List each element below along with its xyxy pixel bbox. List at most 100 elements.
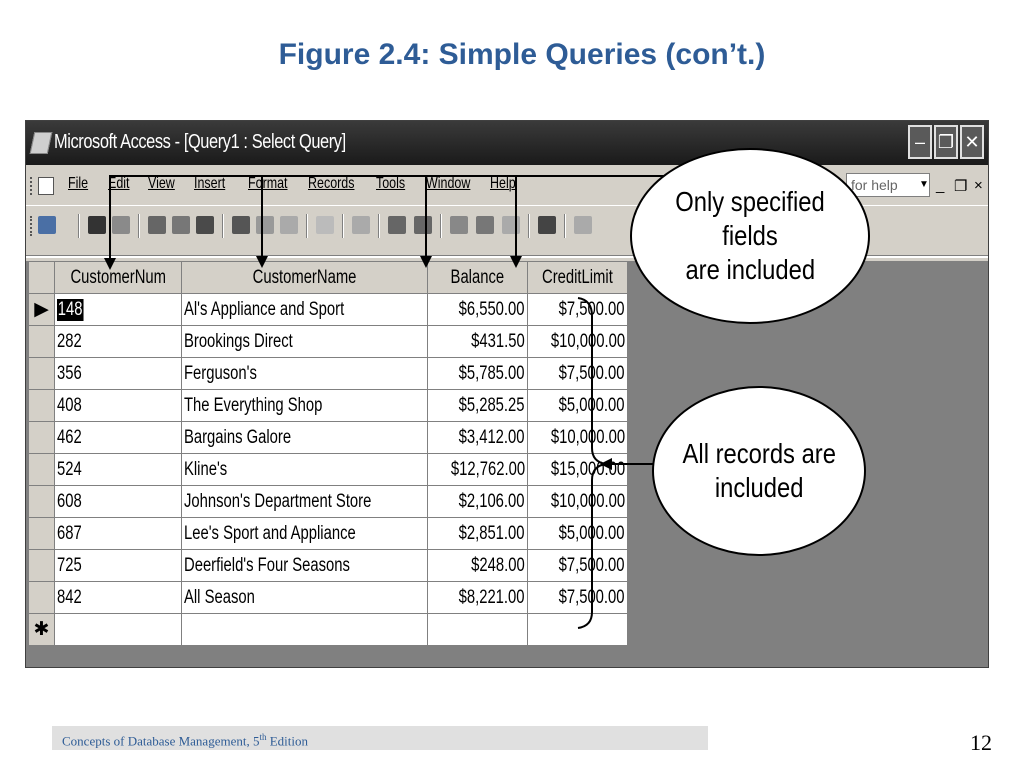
- cell-creditlimit[interactable]: $5,000.00: [526, 517, 628, 550]
- column-header-customernum[interactable]: CustomerNum: [53, 261, 183, 294]
- cell-balance[interactable]: $3,412.00: [426, 421, 528, 454]
- cell-customernum[interactable]: 842: [53, 581, 183, 614]
- cell-creditlimit[interactable]: $10,000.00: [526, 421, 628, 454]
- menu-records[interactable]: Records: [308, 175, 355, 192]
- cell-balance[interactable]: $248.00: [426, 549, 528, 582]
- table-row[interactable]: 462 Bargains Galore $3,412.00 $10,000.00: [28, 421, 628, 454]
- new-record-selector[interactable]: ✱: [28, 613, 55, 646]
- file-search-icon[interactable]: [112, 216, 130, 234]
- copy-icon[interactable]: [256, 216, 274, 234]
- record-selector-current[interactable]: ▶: [28, 293, 55, 326]
- select-all-corner[interactable]: [28, 261, 55, 294]
- cell-customername[interactable]: All Season: [181, 581, 428, 614]
- cell-customernum[interactable]: 524: [53, 453, 183, 486]
- cell-creditlimit[interactable]: $7,500.00: [526, 293, 628, 326]
- table-row[interactable]: 524 Kline's $12,762.00 $15,000.00: [28, 453, 628, 486]
- cell-customername[interactable]: Bargains Galore: [181, 421, 428, 454]
- menu-format[interactable]: Format: [248, 175, 288, 192]
- table-row[interactable]: 842 All Season $8,221.00 $7,500.00: [28, 581, 628, 614]
- cell-customernum[interactable]: 608: [53, 485, 183, 518]
- sort-ascending-icon[interactable]: [388, 216, 406, 234]
- cell-creditlimit[interactable]: $10,000.00: [526, 485, 628, 518]
- menu-tools[interactable]: Tools: [376, 175, 406, 192]
- undo-icon[interactable]: [316, 216, 334, 234]
- cell-creditlimit[interactable]: $10,000.00: [526, 325, 628, 358]
- menu-file[interactable]: File: [68, 175, 89, 192]
- cell-creditlimit[interactable]: $7,500.00: [526, 549, 628, 582]
- cell-creditlimit[interactable]: $7,500.00: [526, 357, 628, 390]
- table-row[interactable]: 282 Brookings Direct $431.50 $10,000.00: [28, 325, 628, 358]
- cell-customername-new[interactable]: [181, 613, 428, 646]
- cell-balance[interactable]: $12,762.00: [426, 453, 528, 486]
- cell-creditlimit[interactable]: $15,000.00: [526, 453, 628, 486]
- record-selector[interactable]: [28, 357, 55, 390]
- filter-by-selection-icon[interactable]: [450, 216, 468, 234]
- column-header-balance[interactable]: Balance: [426, 261, 528, 294]
- apply-filter-icon[interactable]: [502, 216, 520, 234]
- hyperlink-icon[interactable]: [352, 216, 370, 234]
- record-selector[interactable]: [28, 549, 55, 582]
- print-preview-icon[interactable]: [172, 216, 190, 234]
- record-selector[interactable]: [28, 325, 55, 358]
- cell-customername[interactable]: Brookings Direct: [181, 325, 428, 358]
- new-record-row[interactable]: ✱: [28, 613, 628, 646]
- menu-edit[interactable]: Edit: [108, 175, 130, 192]
- table-row[interactable]: 608 Johnson's Department Store $2,106.00…: [28, 485, 628, 518]
- cell-balance[interactable]: $6,550.00: [426, 293, 528, 326]
- new-record-icon[interactable]: [574, 216, 592, 234]
- cell-customername[interactable]: The Everything Shop: [181, 389, 428, 422]
- cell-balance[interactable]: $431.50: [426, 325, 528, 358]
- column-header-customername[interactable]: CustomerName: [181, 261, 428, 294]
- cell-creditlimit-new[interactable]: [526, 613, 628, 646]
- restore-button[interactable]: ❐: [934, 125, 958, 159]
- view-design-icon[interactable]: [38, 216, 56, 234]
- cell-customernum[interactable]: 282: [53, 325, 183, 358]
- cell-customernum[interactable]: 408: [53, 389, 183, 422]
- table-row[interactable]: 725 Deerfield's Four Seasons $248.00 $7,…: [28, 549, 628, 582]
- cell-customername[interactable]: Lee's Sport and Appliance: [181, 517, 428, 550]
- cell-balance[interactable]: $2,851.00: [426, 517, 528, 550]
- cut-icon[interactable]: [232, 216, 250, 234]
- record-selector[interactable]: [28, 581, 55, 614]
- column-header-creditlimit[interactable]: CreditLimit: [526, 261, 628, 294]
- cell-creditlimit[interactable]: $5,000.00: [526, 389, 628, 422]
- ask-question-input[interactable]: for help: [846, 173, 930, 197]
- record-selector[interactable]: [28, 421, 55, 454]
- cell-balance[interactable]: $8,221.00: [426, 581, 528, 614]
- table-row[interactable]: 356 Ferguson's $5,785.00 $7,500.00: [28, 357, 628, 390]
- spelling-icon[interactable]: [196, 216, 214, 234]
- cell-customername[interactable]: Kline's: [181, 453, 428, 486]
- cell-customername[interactable]: Johnson's Department Store: [181, 485, 428, 518]
- mdi-close-button[interactable]: ×: [974, 177, 983, 194]
- menu-view[interactable]: View: [148, 175, 175, 192]
- table-row[interactable]: ▶ 148 Al's Appliance and Sport $6,550.00…: [28, 293, 628, 326]
- record-selector[interactable]: [28, 485, 55, 518]
- window-titlebar[interactable]: Microsoft Access - [Query1 : Select Quer…: [26, 121, 988, 165]
- cell-customernum[interactable]: 356: [53, 357, 183, 390]
- cell-customernum-new[interactable]: [53, 613, 183, 646]
- cell-balance[interactable]: $2,106.00: [426, 485, 528, 518]
- cell-customername[interactable]: Ferguson's: [181, 357, 428, 390]
- cell-customernum[interactable]: 687: [53, 517, 183, 550]
- menu-insert[interactable]: Insert: [194, 175, 226, 192]
- table-row[interactable]: 408 The Everything Shop $5,285.25 $5,000…: [28, 389, 628, 422]
- mdi-minimize-button[interactable]: _: [936, 177, 945, 194]
- help-dropdown-icon[interactable]: ▼: [919, 179, 929, 190]
- record-selector[interactable]: [28, 453, 55, 486]
- cell-balance[interactable]: $5,785.00: [426, 357, 528, 390]
- record-selector[interactable]: [28, 517, 55, 550]
- record-selector[interactable]: [28, 389, 55, 422]
- table-row[interactable]: 687 Lee's Sport and Appliance $2,851.00 …: [28, 517, 628, 550]
- save-icon[interactable]: [88, 216, 106, 234]
- find-icon[interactable]: [538, 216, 556, 234]
- cell-balance-new[interactable]: [426, 613, 528, 646]
- cell-customernum[interactable]: 148: [53, 293, 183, 326]
- close-button[interactable]: ✕: [960, 125, 984, 159]
- cell-customernum[interactable]: 462: [53, 421, 183, 454]
- minimize-button[interactable]: –: [908, 125, 932, 159]
- cell-creditlimit[interactable]: $7,500.00: [526, 581, 628, 614]
- sort-descending-icon[interactable]: [414, 216, 432, 234]
- paste-icon[interactable]: [280, 216, 298, 234]
- cell-balance[interactable]: $5,285.25: [426, 389, 528, 422]
- menu-help[interactable]: Help: [490, 175, 516, 192]
